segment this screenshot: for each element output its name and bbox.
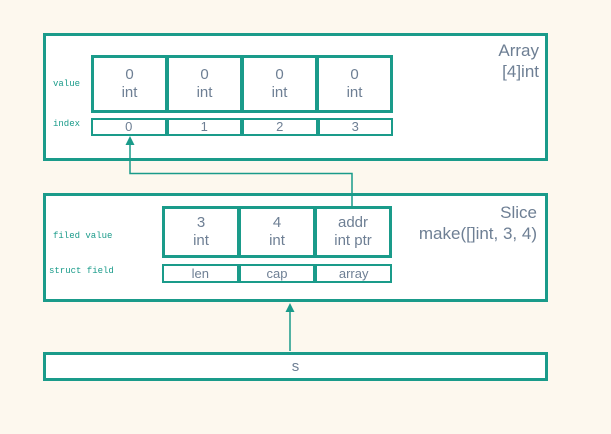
struct-field-row-label: struct field [49,266,114,276]
cell-type: int [269,232,285,249]
slice-make-expression: make([]int, 3, 4) [418,224,537,243]
array-index-cell-0: 0 [125,119,133,134]
array-title: Array [4]int [498,40,539,82]
cell-type: int [346,84,363,101]
array-value-cell-1: 0 int [165,58,240,110]
array-value-row: 0 int 0 int 0 int 0 int [91,55,393,113]
struct-field-cell-cap: cap [236,266,314,281]
cell-value: 0 [350,66,359,83]
slice-title: Slice make([]int, 3, 4) [419,202,537,244]
slice-array-pointer-cell: addr int ptr [313,209,389,255]
cell-type: int [121,84,138,101]
slice-field-value-row: 3 int 4 int addr int ptr [162,206,392,258]
cell-value: 0 [125,66,134,83]
slice-title-line: Slice [500,203,537,222]
array-index-cell-1: 1 [164,120,241,134]
s-variable-label: s [291,358,300,375]
cell-value: 0 [275,66,284,83]
array-title-line: Array [498,41,539,60]
array-type-line: [4]int [502,62,539,81]
struct-field-cell-array: array [313,266,390,281]
cell-type: int [196,84,213,101]
array-value-cell-2: 0 int [240,58,315,110]
cell-type: int [193,232,209,249]
array-index-row: 0 1 2 3 [91,118,393,136]
s-variable-box: s [43,352,548,381]
array-box: Array [4]int value index 0 int 0 int 0 i… [43,33,548,161]
slice-cap-cell: 4 int [237,209,313,255]
value-row-label: value [53,79,81,89]
cell-type: int ptr [334,232,372,249]
slice-struct-field-row: len cap array [162,264,392,283]
cell-value: 3 [196,214,206,231]
struct-field-cell-len: len [191,265,210,281]
cell-value: 0 [200,66,209,83]
array-value-cell-0: 0 int [94,58,165,110]
cell-value: addr [337,214,369,231]
array-index-cell-3: 3 [315,120,392,134]
index-row-label: index [53,119,81,129]
cell-value: 4 [272,214,282,231]
cell-type: int [271,84,288,101]
field-value-row-label: filed value [53,231,113,241]
slice-len-cell: 3 int [165,209,237,255]
array-value-cell-3: 0 int [315,58,390,110]
arrowhead-up-icon [285,303,295,312]
array-index-cell-2: 2 [240,120,316,134]
slice-box: Slice make([]int, 3, 4) filed value stru… [43,193,548,302]
